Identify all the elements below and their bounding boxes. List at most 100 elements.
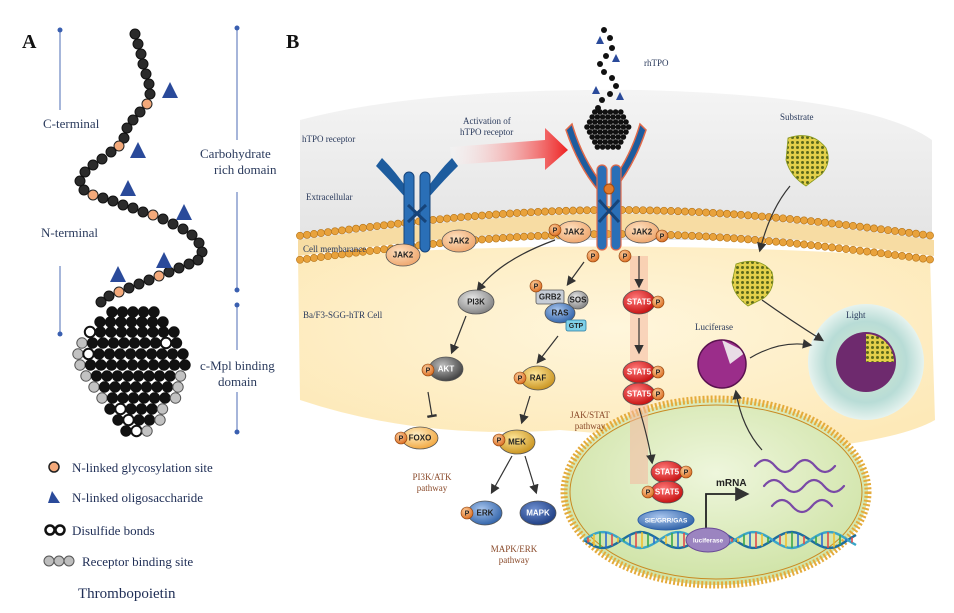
lipid-head-outer — [541, 207, 549, 216]
ligand-cluster-bead — [592, 109, 598, 115]
binding-domain-bead — [164, 370, 176, 382]
ligand-cluster-bead — [615, 144, 621, 150]
phosphate-label: P — [399, 435, 404, 442]
lipid-head-inner — [898, 252, 906, 260]
disulfide-bond-bead — [82, 347, 95, 361]
phosphate-label: P — [656, 369, 661, 376]
lipid-head-outer — [527, 208, 535, 217]
binding-domain-bead — [148, 306, 160, 318]
jak-stat-pathway-label-line2: pathway — [575, 421, 606, 431]
ligand-cluster-bead — [597, 109, 603, 115]
binding-domain-bead — [147, 326, 159, 338]
lipid-head-outer — [471, 212, 479, 220]
jak-stat-pathway-label-line1: JAK/STAT — [570, 410, 610, 420]
binding-domain-bead — [93, 348, 105, 360]
amino-acid-bead — [95, 296, 107, 308]
activation-arrow — [450, 128, 568, 170]
ligand-cluster-bead — [612, 129, 619, 135]
lipid-head-outer — [723, 209, 731, 218]
ligand-cluster-bead — [612, 139, 619, 145]
lipid-head-inner — [800, 240, 808, 249]
binding-domain-bead — [105, 359, 118, 371]
lipid-head-inner — [849, 245, 857, 254]
lipid-head-outer — [303, 230, 311, 239]
binding-domain-bead — [106, 306, 118, 318]
lipid-head-inner — [478, 235, 486, 244]
binding-domain-bead — [105, 326, 117, 338]
lipid-head-outer — [639, 206, 647, 215]
lipid-head-outer — [926, 231, 934, 240]
oligosaccharide-triangle — [156, 252, 172, 268]
lipid-head-inner — [870, 248, 878, 257]
ligand-cluster-bead — [625, 124, 632, 130]
amino-acid-bead — [183, 258, 195, 270]
phosphate-group-icon — [655, 229, 669, 243]
ligand-cluster-bead — [589, 124, 595, 130]
ligand-cluster-bead — [586, 119, 593, 125]
lipid-head-outer — [387, 220, 395, 229]
receptor-binding-bead — [74, 359, 86, 371]
jak2-node-active-left-label: JAK2 — [564, 228, 585, 237]
promoter-element — [637, 509, 695, 531]
ligand-cluster-bead — [602, 109, 608, 115]
amino-acid-bead — [105, 146, 117, 158]
ligand-cluster-bead — [597, 139, 603, 145]
amino-acid-bead — [134, 106, 146, 118]
substrate-label: Substrate — [780, 112, 814, 122]
binding-domain-bead — [168, 326, 180, 338]
lipid-head-inner — [737, 234, 745, 243]
binding-domain-bead — [94, 316, 106, 328]
protein-bead-chain — [72, 28, 208, 438]
lipid-head-outer — [492, 210, 500, 219]
lipid-head-outer — [562, 206, 570, 215]
lipid-head-outer — [443, 214, 451, 223]
lipid-head-outer — [450, 213, 458, 222]
phosphate-label: P — [684, 469, 689, 476]
stat5-dimer-bottom-node-label: STAT5 — [627, 390, 652, 399]
lipid-head-inner — [744, 235, 752, 244]
foxo-node-label: FOXO — [409, 434, 432, 443]
lipid-head-inner — [779, 238, 787, 247]
lipid-head-outer — [345, 225, 353, 234]
glycosylation-site — [87, 189, 99, 201]
binding-domain-bead — [157, 326, 170, 338]
binding-domain-bead — [135, 403, 148, 415]
lipid-head-outer — [366, 223, 374, 231]
binding-domain-bead — [143, 414, 156, 426]
lipid-head-inner — [317, 253, 325, 261]
lipid-head-outer — [772, 213, 780, 222]
lipid-head-inner — [814, 242, 822, 250]
binding-domain-bead — [132, 370, 145, 382]
ligand-bead — [601, 69, 607, 75]
binding-domain-bead — [133, 414, 145, 426]
amino-acid-bead — [140, 68, 152, 80]
lipid-head-outer — [835, 220, 843, 229]
lipid-head-outer — [800, 216, 808, 225]
oligosaccharide-triangle — [162, 82, 178, 98]
jak2-node-active-right-label: JAK2 — [632, 228, 653, 237]
cell-membrane-label: Cell membarance — [303, 244, 366, 254]
binding-domain-bead — [116, 306, 129, 318]
binding-domain-bead — [98, 381, 111, 393]
grb2-node-label: GRB2 — [539, 293, 562, 302]
binding-domain-bead — [137, 359, 149, 371]
lipid-head-outer — [555, 207, 563, 215]
lipid-head-inner — [723, 233, 731, 242]
phosphate-label: P — [518, 375, 523, 382]
legend-text-disulfide: Disulfide bonds — [72, 523, 155, 538]
ligand-cluster-bead — [607, 129, 614, 135]
lipid-head-outer — [520, 208, 528, 217]
amino-acid-bead — [143, 78, 155, 90]
binding-domain-bead — [109, 381, 121, 393]
binding-domain-bead — [145, 348, 158, 360]
lipid-head-outer — [744, 211, 752, 220]
ligand-cluster-bead — [592, 139, 598, 145]
lipid-head-outer — [485, 211, 493, 219]
glycosylation-site — [147, 209, 159, 221]
luciferase-gene-label: luciferase — [693, 538, 724, 545]
phosphate-group-icon — [460, 506, 474, 520]
lipid-head-outer — [758, 212, 766, 221]
phosphate-group-icon — [641, 485, 655, 499]
ligand-cluster-bead — [607, 119, 614, 125]
lipid-head-outer — [373, 222, 381, 231]
